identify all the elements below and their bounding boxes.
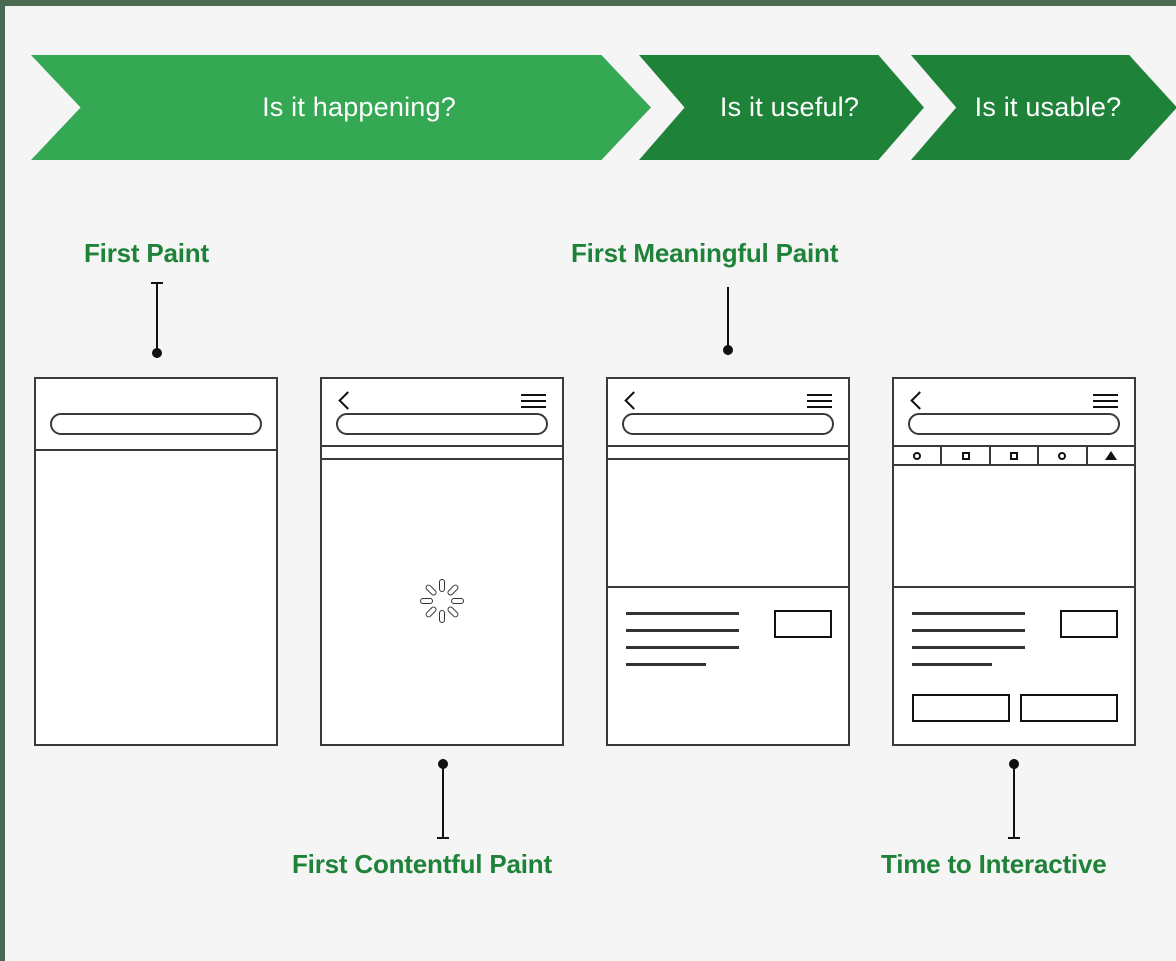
connector-stem	[156, 282, 158, 358]
wireframe-frame-first-contentful-paint	[320, 377, 564, 746]
hamburger-menu-icon[interactable]	[807, 394, 832, 410]
metric-label-first-meaningful-paint: First Meaningful Paint	[571, 238, 839, 268]
back-icon[interactable]	[624, 391, 637, 411]
square-icon	[961, 451, 970, 460]
connector-cap	[1008, 837, 1020, 839]
action-button-row	[894, 680, 1134, 722]
text-line	[912, 646, 1025, 649]
toolbar-item-3[interactable]	[991, 447, 1040, 464]
text-placeholder-lines	[894, 588, 1134, 666]
nav-toolbar	[894, 447, 1134, 466]
page-content-area	[36, 451, 276, 744]
circle-icon	[1058, 451, 1067, 460]
url-bar[interactable]	[622, 413, 834, 435]
text-line	[912, 612, 1025, 615]
text-line	[912, 629, 1025, 632]
text-line	[626, 629, 739, 632]
text-line	[912, 663, 992, 666]
connector-cap	[437, 837, 449, 839]
back-icon[interactable]	[338, 391, 351, 411]
connector-stem	[727, 287, 729, 355]
hamburger-menu-icon[interactable]	[521, 394, 546, 410]
banner-segment-is-it-happening[interactable]: Is it happening?	[31, 55, 651, 160]
thumbnail-placeholder	[1060, 610, 1118, 638]
sub-header-strip	[608, 447, 848, 460]
browser-chrome	[608, 379, 848, 447]
banner-segment-is-it-usable[interactable]: Is it usable?	[911, 55, 1176, 160]
sub-header-strip	[322, 447, 562, 460]
url-bar[interactable]	[50, 413, 262, 435]
page-content-area	[322, 460, 562, 742]
circle-icon	[913, 451, 922, 460]
toolbar-item-4[interactable]	[1039, 447, 1088, 464]
loading-spinner-icon	[418, 577, 466, 625]
metric-label-first-paint: First Paint	[84, 238, 209, 268]
article-content-area	[608, 588, 848, 740]
connector-first-contentful-paint	[435, 759, 451, 839]
url-bar[interactable]	[336, 413, 548, 435]
connector-dot	[152, 348, 162, 358]
browser-chrome	[36, 379, 276, 451]
banner-segment-label: Is it usable?	[974, 92, 1122, 122]
metric-label-first-contentful-paint: First Contentful Paint	[292, 849, 552, 879]
connector-stem	[442, 759, 444, 839]
text-line	[626, 646, 739, 649]
toolbar-item-2[interactable]	[942, 447, 991, 464]
browser-chrome	[894, 379, 1134, 447]
square-icon	[1010, 451, 1019, 460]
hero-content-area	[608, 460, 848, 588]
thumbnail-placeholder	[774, 610, 832, 638]
toolbar-item-1[interactable]	[894, 447, 943, 464]
browser-chrome	[322, 379, 562, 447]
banner-segment-is-it-useful[interactable]: Is it useful?	[639, 55, 924, 160]
text-line	[626, 612, 739, 615]
text-line	[626, 663, 706, 666]
hero-content-area	[894, 466, 1134, 588]
connector-time-to-interactive	[1006, 759, 1022, 839]
connector-first-paint	[149, 282, 165, 358]
wireframe-frame-time-to-interactive	[892, 377, 1136, 746]
toolbar-item-5[interactable]	[1088, 447, 1134, 464]
text-placeholder-lines	[608, 588, 848, 666]
metric-label-time-to-interactive: Time to Interactive	[881, 849, 1107, 879]
action-button-left[interactable]	[912, 694, 1010, 722]
phase-banner: Is it happening? Is it useful? Is it usa…	[31, 55, 1176, 160]
article-content-area	[894, 588, 1134, 740]
banner-segment-label: Is it happening?	[262, 92, 456, 122]
wireframe-frame-first-meaningful-paint	[606, 377, 850, 746]
wireframe-frame-first-paint	[34, 377, 278, 746]
triangle-icon	[1104, 451, 1117, 460]
action-button-right[interactable]	[1020, 694, 1118, 722]
hamburger-menu-icon[interactable]	[1093, 394, 1118, 410]
connector-first-meaningful-paint	[720, 287, 736, 355]
banner-segment-label: Is it useful?	[719, 92, 860, 122]
connector-stem	[1013, 759, 1015, 839]
url-bar[interactable]	[908, 413, 1120, 435]
back-icon[interactable]	[910, 391, 923, 411]
connector-dot	[723, 345, 733, 355]
